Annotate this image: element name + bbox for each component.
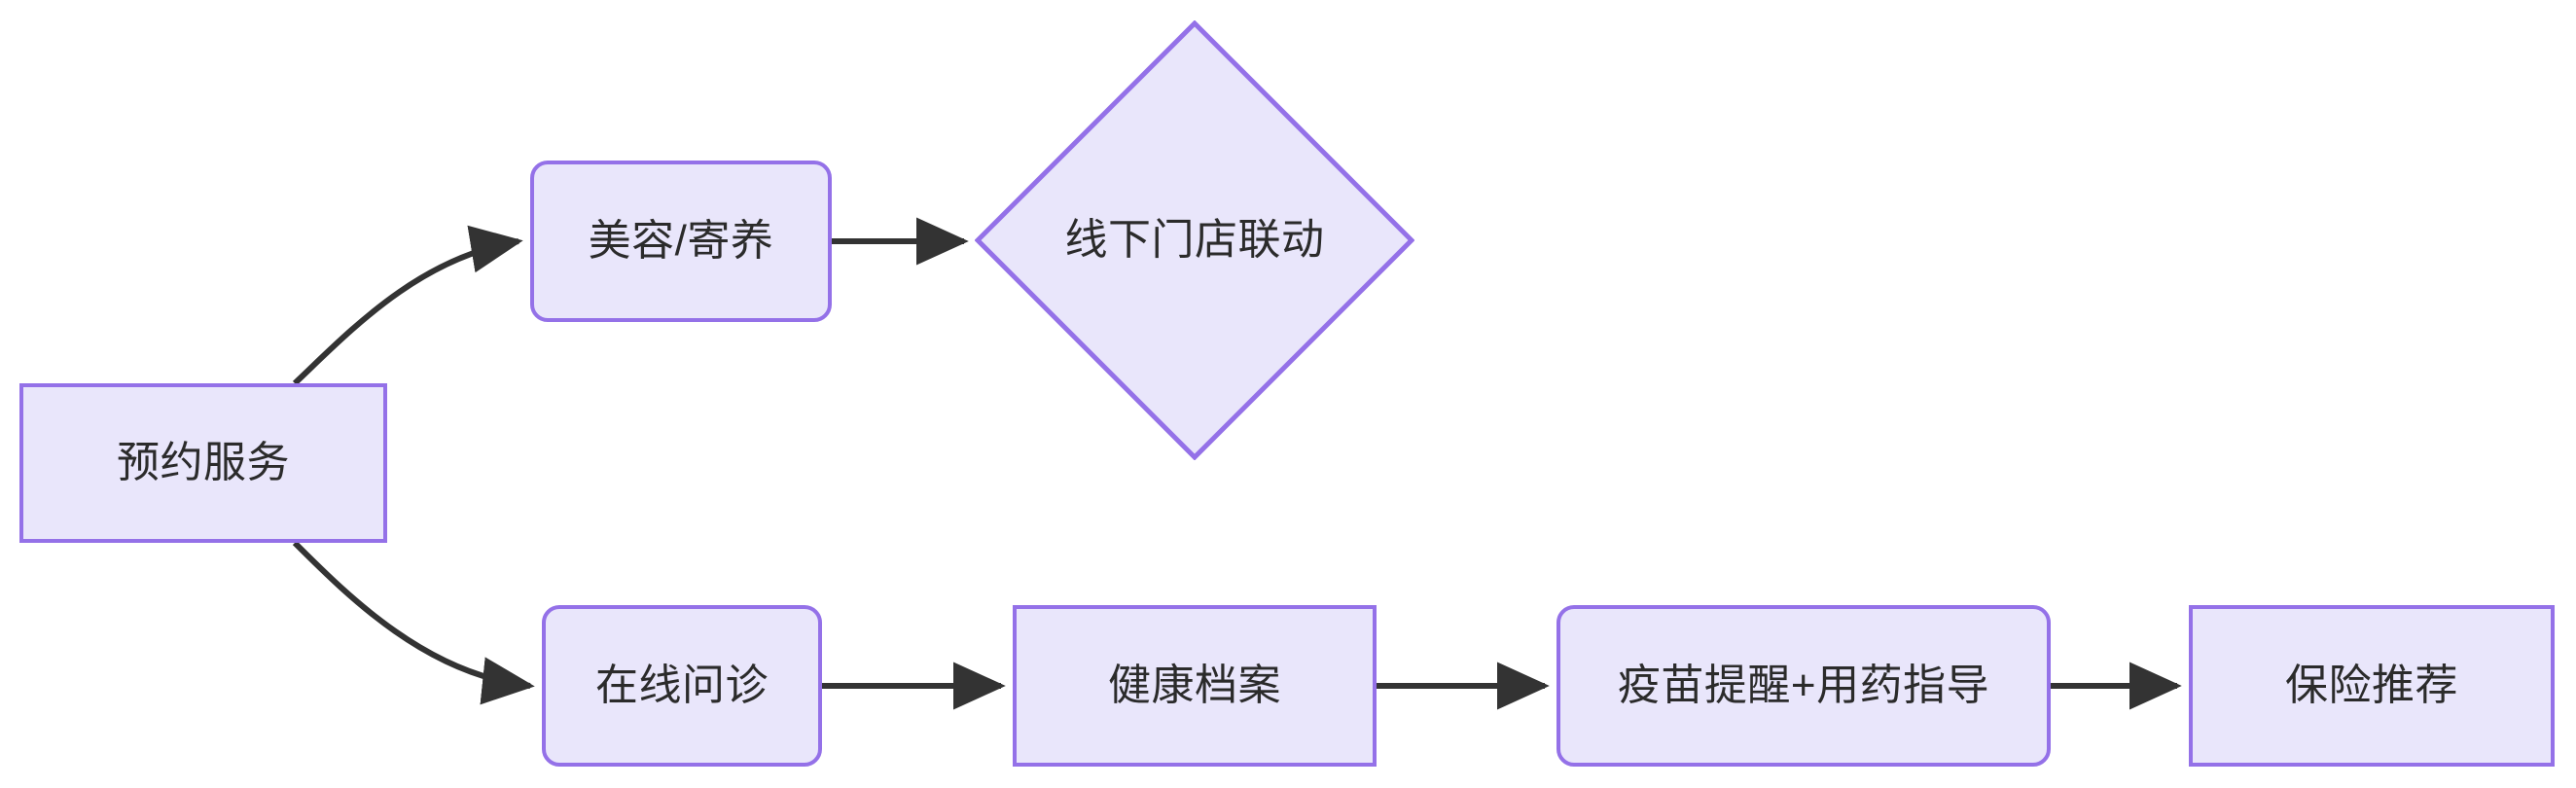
node-insurance-label: 保险推荐 [2285, 661, 2458, 709]
node-health-record-label: 健康档案 [1108, 661, 1281, 709]
node-offline-store-label: 线下门店联动 [1064, 215, 1325, 264]
node-grooming-label: 美容/寄养 [588, 216, 774, 265]
edge-appointment-to-online-consult [292, 540, 535, 705]
node-appointment[interactable]: 预约服务 [19, 383, 387, 543]
node-appointment-label: 预约服务 [117, 438, 290, 486]
node-grooming[interactable]: 美容/寄养 [530, 161, 832, 322]
node-insurance[interactable]: 保险推荐 [2189, 605, 2555, 767]
diamond-shape-icon [975, 20, 1414, 460]
node-online-consult[interactable]: 在线问诊 [542, 605, 822, 767]
node-offline-store[interactable]: 线下门店联动 [975, 20, 1414, 460]
node-vaccine-medication[interactable]: 疫苗提醒+用药指导 [1556, 605, 2051, 767]
node-health-record[interactable]: 健康档案 [1013, 605, 1377, 767]
node-vaccine-medication-label: 疫苗提醒+用药指导 [1617, 661, 1990, 709]
edge-appointment-to-grooming [292, 225, 523, 386]
node-online-consult-label: 在线问诊 [595, 661, 769, 709]
